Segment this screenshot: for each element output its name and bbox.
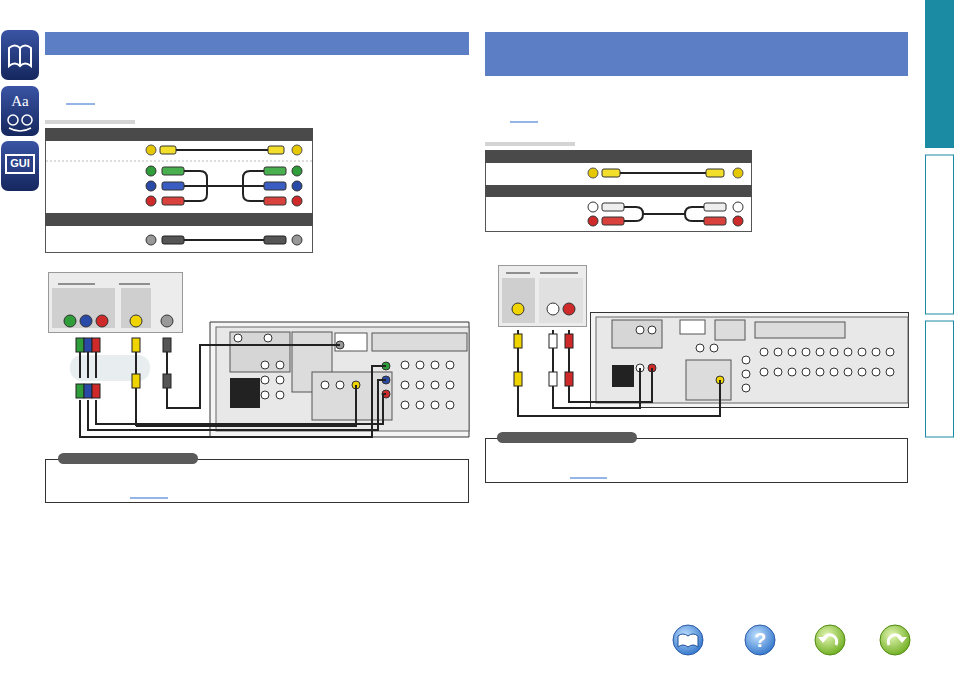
icon-label: GUI: [10, 158, 30, 169]
nav-buttons: [673, 625, 910, 655]
right-section: [485, 32, 909, 483]
left-section: [45, 32, 469, 503]
sidebar-icons: [1, 30, 39, 191]
side-tabs: [925, 0, 954, 437]
icon-label: Aa: [11, 94, 29, 109]
help-symbol: ?: [754, 630, 766, 650]
